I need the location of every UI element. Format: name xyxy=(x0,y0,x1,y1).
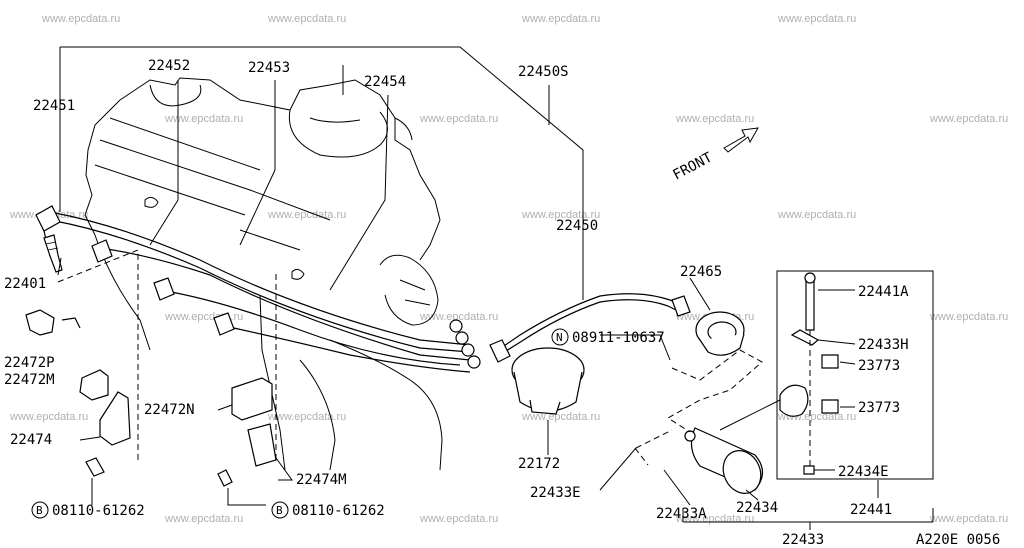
watermark-layer: www.epcdata.ru www.epcdata.ru www.epcdat… xyxy=(9,13,1008,525)
part-label: 22472N xyxy=(144,402,195,418)
watermark: www.epcdata.ru xyxy=(929,113,1008,125)
part-label: 22441 xyxy=(850,502,892,518)
bolt-marker-icon xyxy=(271,501,289,519)
watermark: www.epcdata.ru xyxy=(267,13,346,25)
distributor-cap xyxy=(511,347,585,415)
watermark: www.epcdata.ru xyxy=(521,411,600,423)
diagram-code: A220E 0056 xyxy=(916,532,1000,548)
watermark: www.epcdata.ru xyxy=(521,13,600,25)
part-label: 22453 xyxy=(248,60,290,76)
watermark: www.epcdata.ru xyxy=(521,209,600,221)
part-label: 22465 xyxy=(680,264,722,280)
watermark: www.epcdata.ru xyxy=(929,513,1008,525)
part-label: 22450 xyxy=(556,218,598,234)
leader-lines xyxy=(57,46,934,530)
wire-clips-left xyxy=(25,309,277,487)
part-label: 22474 xyxy=(10,432,52,448)
nut-marker-letter: N xyxy=(556,331,563,344)
engine-block xyxy=(84,65,443,471)
watermark: www.epcdata.ru xyxy=(929,311,1008,323)
ignition-coil xyxy=(684,384,809,494)
part-label: 08110-61262 xyxy=(292,503,385,519)
watermark: www.epcdata.ru xyxy=(675,113,754,125)
watermark: www.epcdata.ru xyxy=(164,513,243,525)
nut-marker-icon xyxy=(551,328,569,346)
watermark: www.epcdata.ru xyxy=(419,113,498,125)
part-label: 08911-10637 xyxy=(572,330,665,346)
circle-markers: B B N xyxy=(31,328,569,519)
part-label: 22433E xyxy=(530,485,581,501)
part-label: 23773 xyxy=(858,358,900,374)
bolt-marker-icon xyxy=(31,501,49,519)
part-number-labels: 22451 22452 22453 22454 22450S 22450 224… xyxy=(4,58,1000,548)
front-label: FRONT xyxy=(670,149,715,183)
coil-bracket-parts xyxy=(776,270,934,480)
part-label: 22441A xyxy=(858,284,909,300)
watermark: www.epcdata.ru xyxy=(777,13,856,25)
watermark: www.epcdata.ru xyxy=(164,113,243,125)
part-label: 22452 xyxy=(148,58,190,74)
watermark: www.epcdata.ru xyxy=(9,411,88,423)
part-label: 22472M xyxy=(4,372,55,388)
part-label: 22434 xyxy=(736,500,778,516)
part-label: 22454 xyxy=(364,74,406,90)
part-label: 22401 xyxy=(4,276,46,292)
part-label: 22433 xyxy=(782,532,824,548)
part-label: 23773 xyxy=(858,400,900,416)
part-label: 22433A xyxy=(656,506,707,522)
watermark: www.epcdata.ru xyxy=(267,411,346,423)
rotor-boot xyxy=(695,311,745,356)
part-label: 22433H xyxy=(858,337,909,353)
bolt-marker-letter: B xyxy=(36,504,43,517)
spark-plug xyxy=(43,234,63,273)
part-label: 22472P xyxy=(4,355,55,371)
front-arrow-icon xyxy=(723,127,759,153)
spark-plug-wires xyxy=(35,196,481,373)
part-label: 22451 xyxy=(33,98,75,114)
watermark: www.epcdata.ru xyxy=(41,13,120,25)
part-label: 22434E xyxy=(838,464,889,480)
coil-wire xyxy=(489,293,691,363)
part-label: 08110-61262 xyxy=(52,503,145,519)
part-label: 22474M xyxy=(296,472,347,488)
part-label: 22450S xyxy=(518,64,569,80)
watermark: www.epcdata.ru xyxy=(419,513,498,525)
watermark: www.epcdata.ru xyxy=(777,209,856,221)
part-label: 22172 xyxy=(518,456,560,472)
watermark: www.epcdata.ru xyxy=(267,209,346,221)
watermark: www.epcdata.ru xyxy=(419,311,498,323)
bolt-marker-letter: B xyxy=(276,504,283,517)
